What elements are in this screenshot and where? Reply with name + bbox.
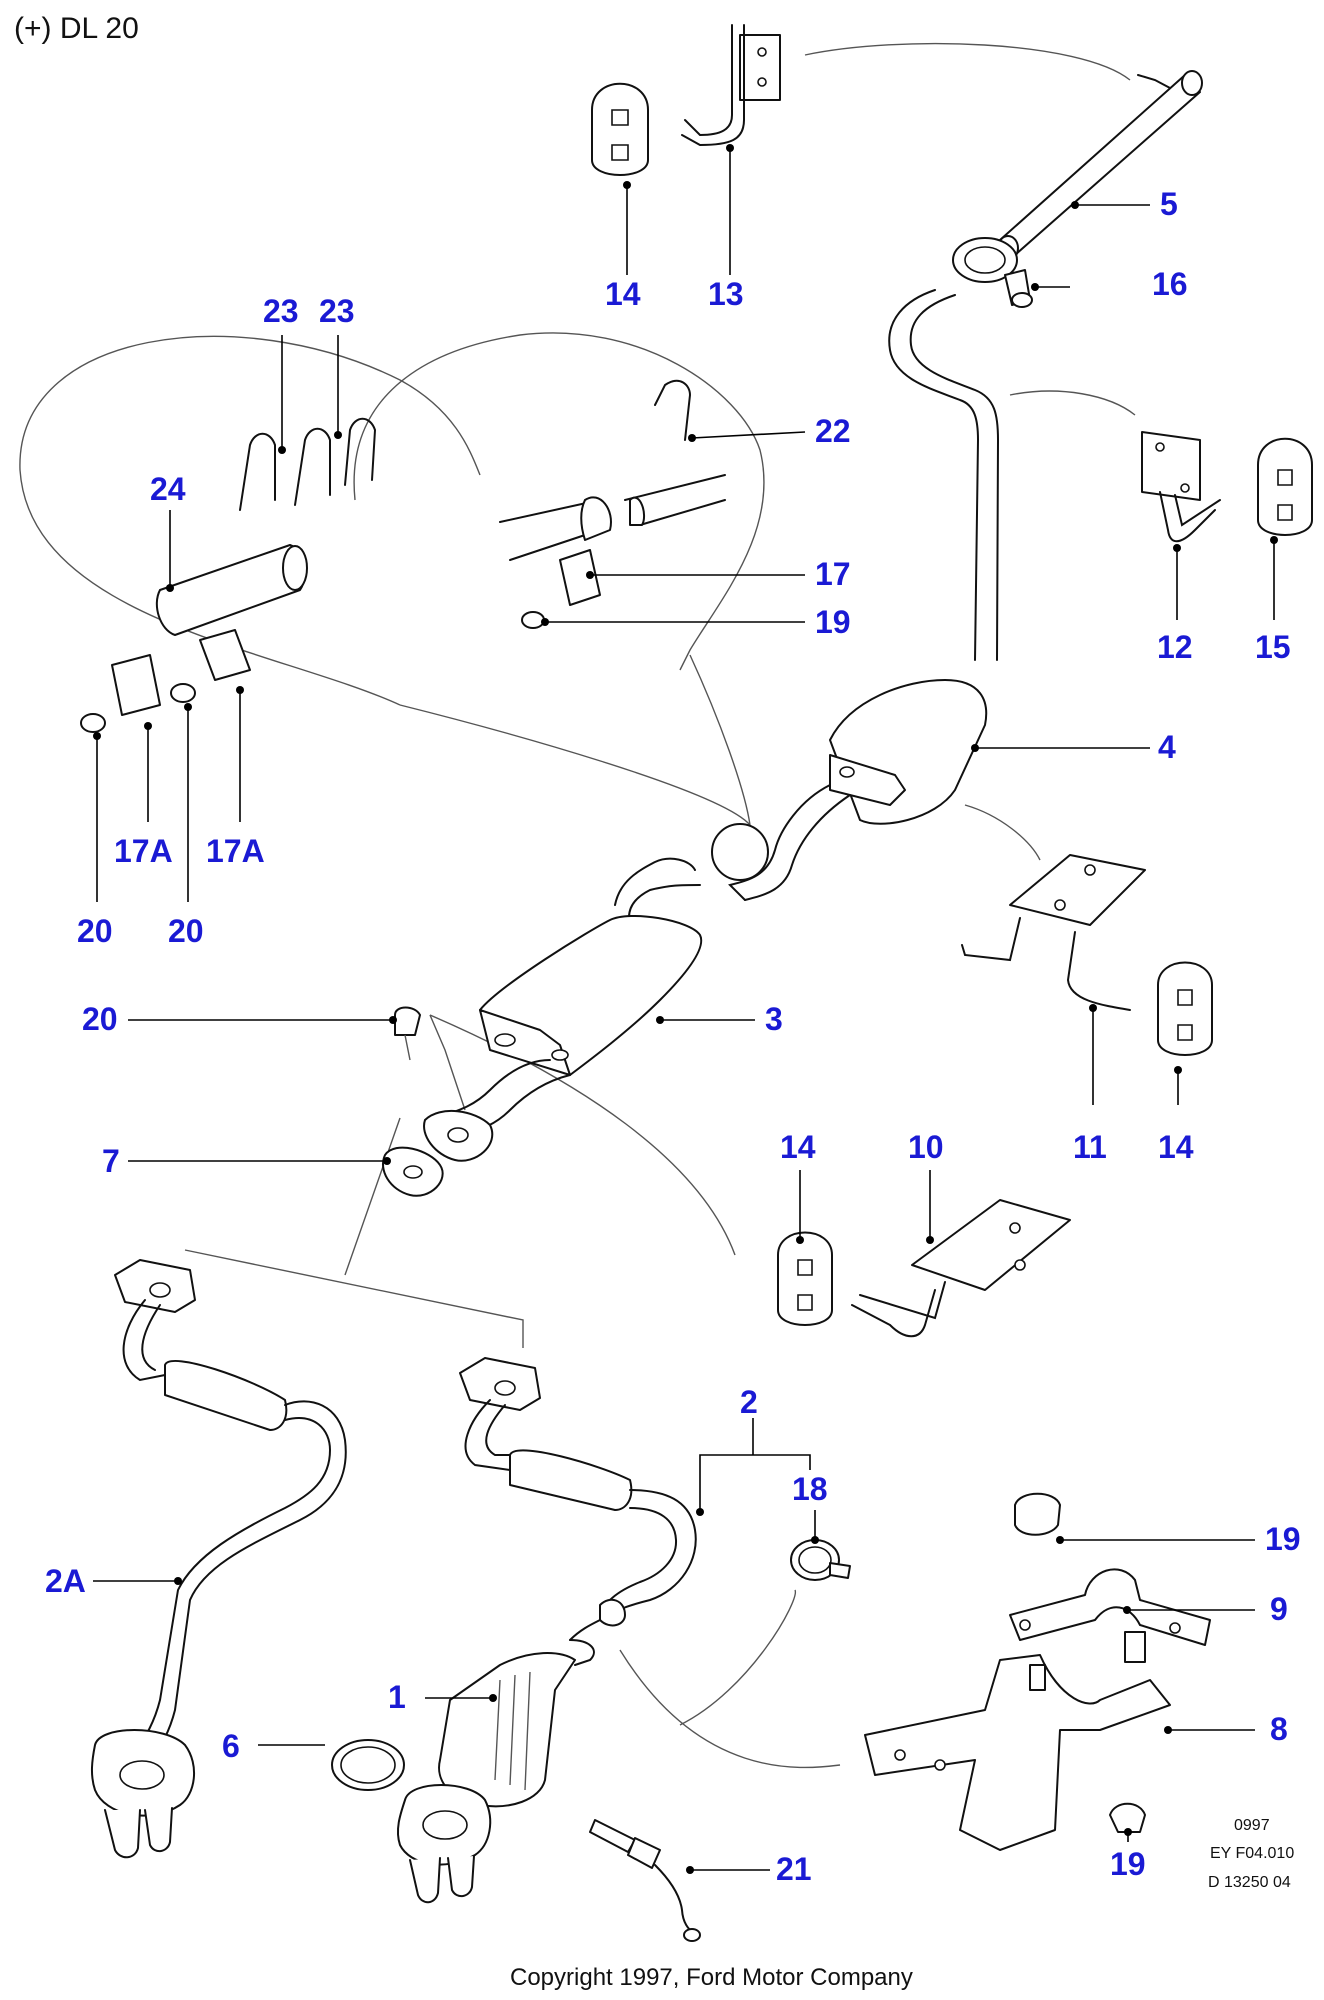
rear-muffler-assembly xyxy=(728,289,1000,901)
callout-23-left: 23 xyxy=(263,293,299,329)
center-pipe xyxy=(614,823,769,926)
callout-7: 7 xyxy=(102,1143,120,1179)
callout-15: 15 xyxy=(1255,629,1291,665)
gasket xyxy=(331,1739,405,1791)
callout-14-lower: 14 xyxy=(780,1129,816,1165)
callout-8: 8 xyxy=(1270,1711,1288,1747)
callout-16: 16 xyxy=(1152,266,1188,302)
callout-14-upper: 14 xyxy=(605,276,641,312)
callout-12: 12 xyxy=(1157,629,1193,665)
callout-23-right: 23 xyxy=(319,293,355,329)
copyright-notice: Copyright 1997, Ford Motor Company xyxy=(510,1964,913,1991)
downpipe-2 xyxy=(459,1357,697,1641)
callout-2A: 2A xyxy=(45,1563,86,1599)
callout-20-left: 20 xyxy=(77,913,113,949)
insulators xyxy=(591,82,1313,1326)
callout-10: 10 xyxy=(908,1129,944,1165)
hangers xyxy=(681,24,1221,1338)
callout-24: 24 xyxy=(150,471,186,507)
callout-22: 22 xyxy=(815,413,851,449)
drawing-number: D 13250 04 xyxy=(1208,1874,1291,1891)
callout-2: 2 xyxy=(740,1384,758,1420)
pipe-clamp xyxy=(790,1539,851,1581)
oxygen-sensor xyxy=(589,1819,701,1942)
catalytic-converter xyxy=(396,1639,595,1904)
callout-19-right: 19 xyxy=(1265,1521,1301,1557)
callout-17A-left: 17A xyxy=(114,833,173,869)
callout-14-right: 14 xyxy=(1158,1129,1194,1165)
callout-18: 18 xyxy=(792,1471,828,1507)
callout-19-detail: 19 xyxy=(815,604,851,640)
callout-leaders xyxy=(93,144,1278,1874)
downpipe-2A xyxy=(91,1259,347,1859)
callout-21: 21 xyxy=(776,1851,812,1887)
diagram-header: (+) DL 20 xyxy=(14,12,139,45)
callout-13: 13 xyxy=(708,276,744,312)
figure-code: EY F04.010 xyxy=(1210,1845,1294,1862)
callout-1: 1 xyxy=(388,1679,406,1715)
callout-9: 9 xyxy=(1270,1591,1288,1627)
callout-20-right: 20 xyxy=(168,913,204,949)
flange-gasket xyxy=(382,1006,444,1197)
support-bracket-assembly xyxy=(864,1492,1211,1851)
callout-19-lower: 19 xyxy=(1110,1846,1146,1882)
callout-17A-right: 17A xyxy=(206,833,265,869)
clamp-kit-details xyxy=(80,379,726,733)
date-code: 0997 xyxy=(1234,1817,1270,1834)
detail-callout-circles xyxy=(19,42,1136,1769)
callout-4: 4 xyxy=(1158,729,1176,765)
tailpipe-assembly xyxy=(952,70,1203,308)
callout-6: 6 xyxy=(222,1728,240,1764)
callout-11: 11 xyxy=(1073,1129,1107,1165)
callout-17: 17 xyxy=(815,556,851,592)
callout-20-nut: 20 xyxy=(82,1001,118,1037)
callout-3: 3 xyxy=(765,1001,783,1037)
callout-labels: 14 13 5 16 23 23 24 22 17 19 12 15 4 17A… xyxy=(45,186,1301,1887)
front-muffler-assembly xyxy=(423,914,703,1162)
callout-5: 5 xyxy=(1160,186,1178,222)
